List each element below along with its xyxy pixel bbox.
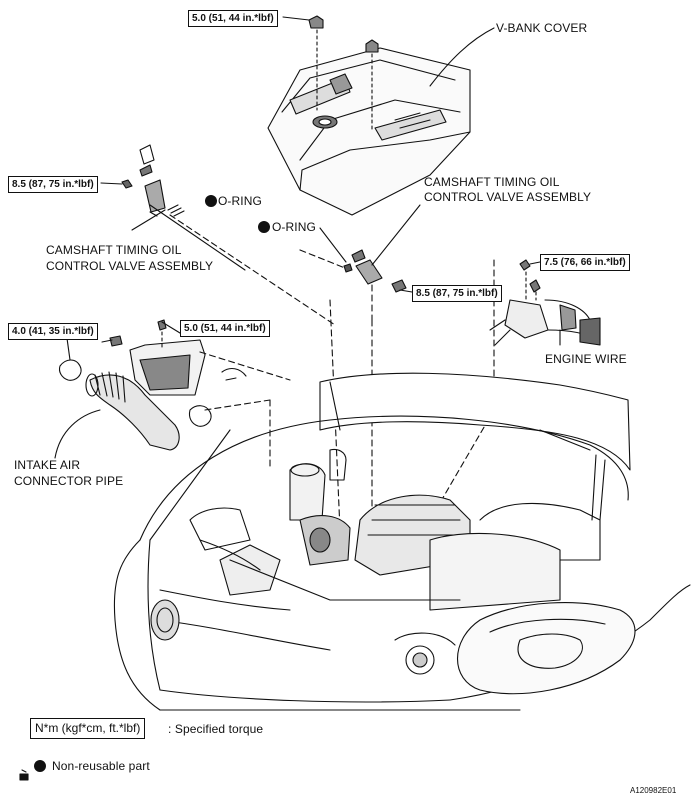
camshaft-valve-right [343, 249, 407, 293]
torque-cam-left: 8.5 (87, 75 in.*lbf) [8, 176, 98, 193]
figure-id: A120982E01 [630, 786, 677, 795]
non-reusable-icon [258, 221, 270, 233]
label-o-ring-right: O-RING [272, 220, 316, 234]
legend-specified-torque: : Specified torque [168, 722, 264, 736]
torque-v-bank-cover: 5.0 (51, 44 in.*lbf) [188, 10, 278, 27]
torque-cam-right: 8.5 (87, 75 in.*lbf) [412, 285, 502, 302]
label-intake-pipe-line2: CONNECTOR PIPE [14, 474, 124, 488]
label-o-ring-left: O-RING [218, 194, 262, 208]
v-bank-cover [267, 47, 471, 216]
label-cam-valve-left-line2: CONTROL VALVE ASSEMBLY [46, 259, 214, 273]
legend-unit-box: N*m (kgf*cm, ft.*lbf) [30, 718, 146, 739]
torque-air-box: 5.0 (51, 44 in.*lbf) [180, 320, 270, 337]
legend-non-reusable: Non-reusable part [52, 759, 150, 773]
label-cam-valve-right-line1: CAMSHAFT TIMING OIL [424, 175, 560, 189]
engine-wire-bracket [489, 259, 601, 346]
label-intake-pipe-line1: INTAKE AIR [14, 458, 81, 472]
label-v-bank-cover: V-BANK COVER [496, 21, 588, 35]
intake-air-connector-pipe [58, 319, 247, 451]
non-reusable-icon [34, 760, 46, 772]
torque-clamp: 4.0 (41, 35 in.*lbf) [8, 323, 98, 340]
label-cam-valve-right-line2: CONTROL VALVE ASSEMBLY [424, 190, 592, 204]
torque-engine-wire: 7.5 (76, 66 in.*lbf) [540, 254, 630, 271]
non-reusable-icon [205, 195, 217, 207]
car-engine-bay [113, 372, 691, 711]
label-cam-valve-left-line1: CAMSHAFT TIMING OIL [46, 243, 182, 257]
camshaft-valve-left [121, 144, 185, 217]
label-engine-wire: ENGINE WIRE [545, 352, 627, 366]
